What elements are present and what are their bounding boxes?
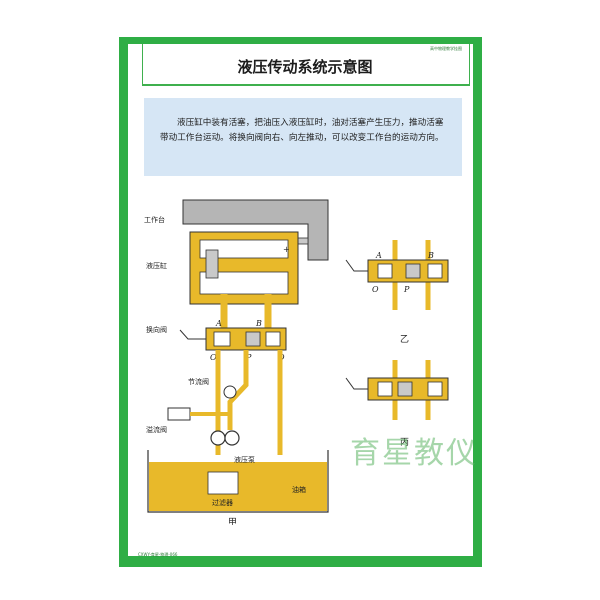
fig-b-handle (345, 259, 368, 272)
throttle-valve-icon (223, 385, 237, 399)
pipe-cylinder-valve (220, 294, 272, 328)
worktable (182, 199, 329, 261)
page-title: 液压传动系统示意图 (237, 58, 373, 76)
port-b-label: B (255, 319, 262, 328)
label-fig-a: 甲 (228, 517, 237, 525)
fig-b-land-1 (377, 263, 393, 279)
title-band (142, 44, 470, 86)
header-small-text: 高中物理教学挂图 (430, 46, 462, 51)
pump-gear-left-icon (210, 430, 226, 446)
pump-gear-right-icon (224, 430, 240, 446)
description-text: 液压缸中装有活塞，把油压入液压缸时，油对活塞产生压力，推动活塞带动工作台运动。将… (160, 118, 444, 143)
relief-valve-icon (167, 407, 191, 421)
fig-b-port-o: O (372, 285, 379, 294)
fig-b-port-p: P (403, 285, 410, 294)
label-fig-b: 乙 (400, 334, 409, 345)
fig-c-land-2 (427, 381, 443, 397)
label-throttle-valve: 节流阀 (188, 377, 209, 386)
cylinder-chamber-bottom (199, 271, 289, 295)
piston (205, 249, 219, 279)
label-filter: 过滤器 (212, 498, 233, 507)
cylinder-chamber-top (199, 239, 289, 259)
fig-b-spool (405, 263, 421, 279)
valve-handle (179, 329, 206, 340)
svg-text:+: + (283, 245, 290, 254)
pressure-line (227, 350, 249, 430)
fig-c-land-1 (377, 381, 393, 397)
valve-land-2 (265, 331, 281, 347)
port-o-label: O (210, 353, 217, 362)
fig-c-handle (345, 377, 368, 390)
port-a-label: A (215, 319, 222, 328)
label-reversing-valve: 换向阀 (146, 325, 167, 334)
hydraulic-diagram: + A B O P O 工作台 液压缸 换向阀 节流阀 溢流阀 液压泵 过滤器 … (144, 199, 449, 525)
label-pump: 液压泵 (234, 455, 255, 464)
fig-b-port-b: B (427, 251, 434, 260)
watermark-text: 育星教仪 (350, 436, 478, 471)
label-worktable: 工作台 (144, 215, 165, 224)
label-tank: 油箱 (292, 485, 306, 494)
fig-c-spool (397, 381, 413, 397)
label-cylinder: 液压缸 (146, 261, 167, 270)
fig-b-port-a: A (375, 251, 382, 260)
label-fig-c: 丙 (400, 437, 409, 448)
valve-spool (245, 331, 261, 347)
footer-small-text: CXWY-育星-物理-066 (138, 552, 178, 557)
oil-tank-outline (147, 450, 329, 513)
fig-b-land-2 (427, 263, 443, 279)
valve-land-1 (213, 331, 231, 347)
label-relief-valve: 溢流阀 (146, 425, 167, 434)
filter (207, 471, 239, 495)
description-box (144, 98, 462, 176)
